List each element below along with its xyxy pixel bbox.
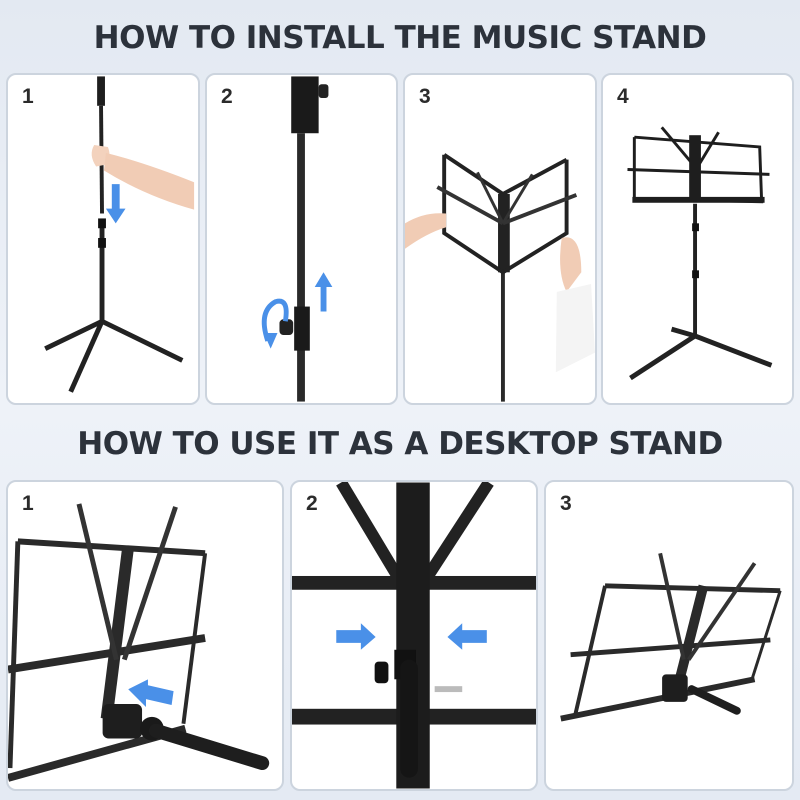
install-step-3-panel: 3 xyxy=(403,73,597,405)
attach-tube-image xyxy=(8,503,270,782)
arrow-left-icon xyxy=(128,679,174,707)
arrow-down-icon xyxy=(105,184,126,224)
step-number: 1 xyxy=(22,492,34,515)
assembled-stand-image xyxy=(627,126,773,381)
stand-tripod-image xyxy=(44,76,195,393)
arrow-right-icon xyxy=(336,623,376,650)
step-number: 2 xyxy=(306,492,318,515)
stand-tube-closeup-image xyxy=(261,76,333,402)
install-step-2-panel: 2 xyxy=(205,73,398,405)
step-number: 3 xyxy=(419,85,431,108)
insert-screw-image xyxy=(292,482,536,789)
install-step-4-panel: 4 xyxy=(601,73,794,405)
desktop-heading: HOW TO USE IT AS A DESKTOP STAND xyxy=(77,426,723,462)
desktop-step-1-panel: 1 xyxy=(6,480,284,791)
step-number: 2 xyxy=(221,85,233,108)
arrow-left-icon xyxy=(447,623,487,650)
rotate-arrow-icon xyxy=(261,298,289,342)
step-number: 1 xyxy=(22,85,34,108)
desktop-step-2-panel: 2 xyxy=(290,480,538,791)
install-step-1-panel: 1 xyxy=(6,73,200,405)
step-number: 3 xyxy=(560,492,572,515)
install-heading: HOW TO INSTALL THE MUSIC STAND xyxy=(93,20,707,56)
unfold-holder-image xyxy=(405,153,595,402)
step-number: 4 xyxy=(617,85,629,108)
desktop-step-3-panel: 3 xyxy=(544,480,794,791)
arrow-up-icon xyxy=(314,272,333,312)
desktop-stand-assembled-image xyxy=(560,552,782,722)
